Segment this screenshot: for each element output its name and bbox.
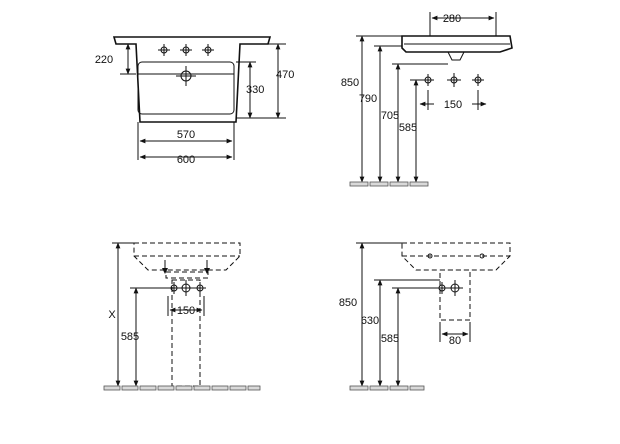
siphon-cover xyxy=(439,269,471,321)
side-dim-585: 585 xyxy=(399,122,417,134)
side-dim-790: 790 xyxy=(359,93,377,105)
floor-hatch xyxy=(349,385,425,391)
siphon-dim-80: 80 xyxy=(449,335,461,347)
floor-hatch xyxy=(103,385,261,391)
side-dim-280: 280 xyxy=(443,13,461,25)
side-view: 280 150 850 790 705 585 xyxy=(341,12,513,187)
side-dim-705: 705 xyxy=(381,110,399,122)
floor-hatch xyxy=(349,181,429,187)
dim-330: 330 xyxy=(246,84,264,96)
pipe-connection-icon xyxy=(168,280,206,296)
basin-bowl xyxy=(137,61,235,115)
pedestal-dim-x: X xyxy=(108,309,116,321)
side-siphon-view: 80 850 630 585 xyxy=(339,242,511,391)
siphon-dim-585: 585 xyxy=(381,333,399,345)
basin-side-profile xyxy=(401,35,513,53)
pedestal-dim-585: 585 xyxy=(121,331,139,343)
siphon-dim-630: 630 xyxy=(361,315,379,327)
side-dim-850: 850 xyxy=(341,77,359,89)
dim-600: 600 xyxy=(177,154,195,166)
front-pedestal-view: 150 X 585 xyxy=(103,242,261,391)
dim-570: 570 xyxy=(177,129,195,141)
pedestal-dim-150: 150 xyxy=(177,305,195,317)
top-view: 220 470 330 570 600 xyxy=(95,36,294,166)
side-dim-150: 150 xyxy=(444,99,462,111)
tap-hole-icon xyxy=(158,44,214,56)
pipe-connection-icon xyxy=(422,73,484,87)
drain-icon xyxy=(176,66,196,86)
dim-220: 220 xyxy=(95,54,113,66)
pedestal xyxy=(171,279,201,387)
pipe-connection-icon xyxy=(436,280,463,296)
dim-470: 470 xyxy=(276,69,294,81)
siphon-dim-850: 850 xyxy=(339,297,357,309)
